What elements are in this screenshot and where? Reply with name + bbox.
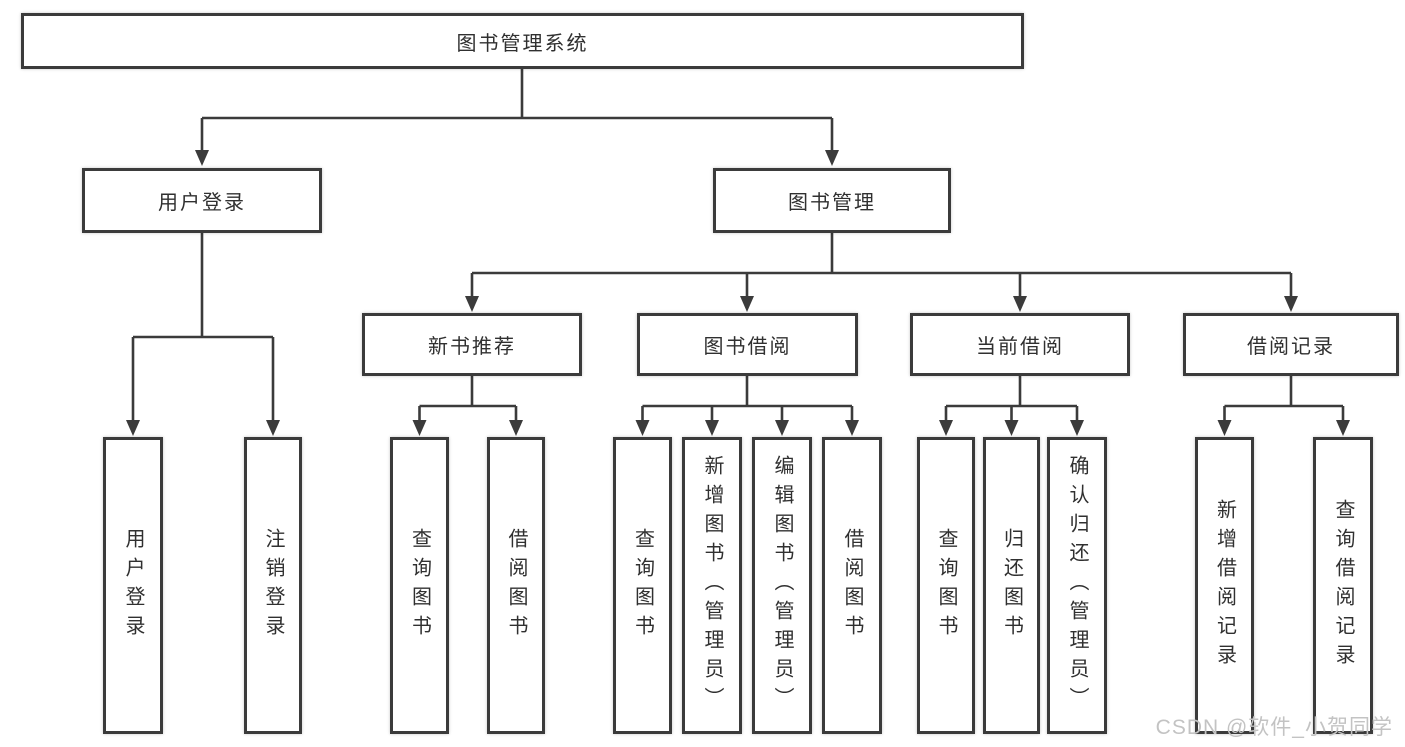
leaf-query-books-borrow: 查询图书 [613,437,672,734]
node-label: 图书管理系统 [456,32,589,55]
leaf-add-books-admin: 新增图书（管理员） [682,437,742,734]
node-user-login: 用户登录 [82,168,322,233]
leaf-user-login: 用户登录 [103,437,163,734]
node-label: 归还图书 [1000,527,1023,644]
node-new-book-recommendation: 新书推荐 [362,313,582,376]
node-label: 查询借阅记录 [1332,498,1354,673]
node-book-borrowing: 图书借阅 [637,313,858,376]
node-label: 确认归还（管理员） [1066,455,1088,716]
leaf-borrow-books-recommend: 借阅图书 [487,437,545,734]
node-label: 图书管理 [788,192,876,214]
node-label: 新增借阅记录 [1213,498,1236,673]
node-label: 借阅图书 [841,527,863,644]
node-library-management-system: 图书管理系统 [21,13,1024,69]
node-label: 用户登录 [122,527,144,644]
watermark: CSDN @软件_小贺同学 [1155,716,1393,739]
node-label: 图书借阅 [703,336,792,358]
leaf-confirm-return-admin: 确认归还（管理员） [1047,437,1107,734]
node-label: 当前借阅 [976,336,1064,358]
node-label: 新书推荐 [428,336,516,358]
node-label: 借阅图书 [505,527,527,644]
leaf-add-borrow-record: 新增借阅记录 [1195,437,1254,734]
leaf-query-borrow-record: 查询借阅记录 [1313,437,1373,734]
leaf-query-books-current: 查询图书 [917,437,975,734]
node-borrowing-records: 借阅记录 [1183,313,1399,376]
node-label: 注销登录 [262,527,284,644]
node-current-borrowing: 当前借阅 [910,313,1130,376]
node-label: 借阅记录 [1247,336,1335,358]
node-label: 查询图书 [631,527,654,644]
node-label: 新增图书（管理员） [701,455,723,716]
node-label: 查询图书 [408,527,431,644]
node-label: 用户登录 [158,192,246,214]
leaf-edit-books-admin: 编辑图书（管理员） [752,437,812,734]
node-label: 查询图书 [935,527,957,644]
node-book-management: 图书管理 [713,168,951,233]
node-label: 编辑图书（管理员） [771,455,793,716]
leaf-query-books-recommend: 查询图书 [390,437,449,734]
leaf-return-books: 归还图书 [983,437,1040,734]
leaf-borrow-books: 借阅图书 [822,437,882,734]
leaf-logout: 注销登录 [244,437,302,734]
